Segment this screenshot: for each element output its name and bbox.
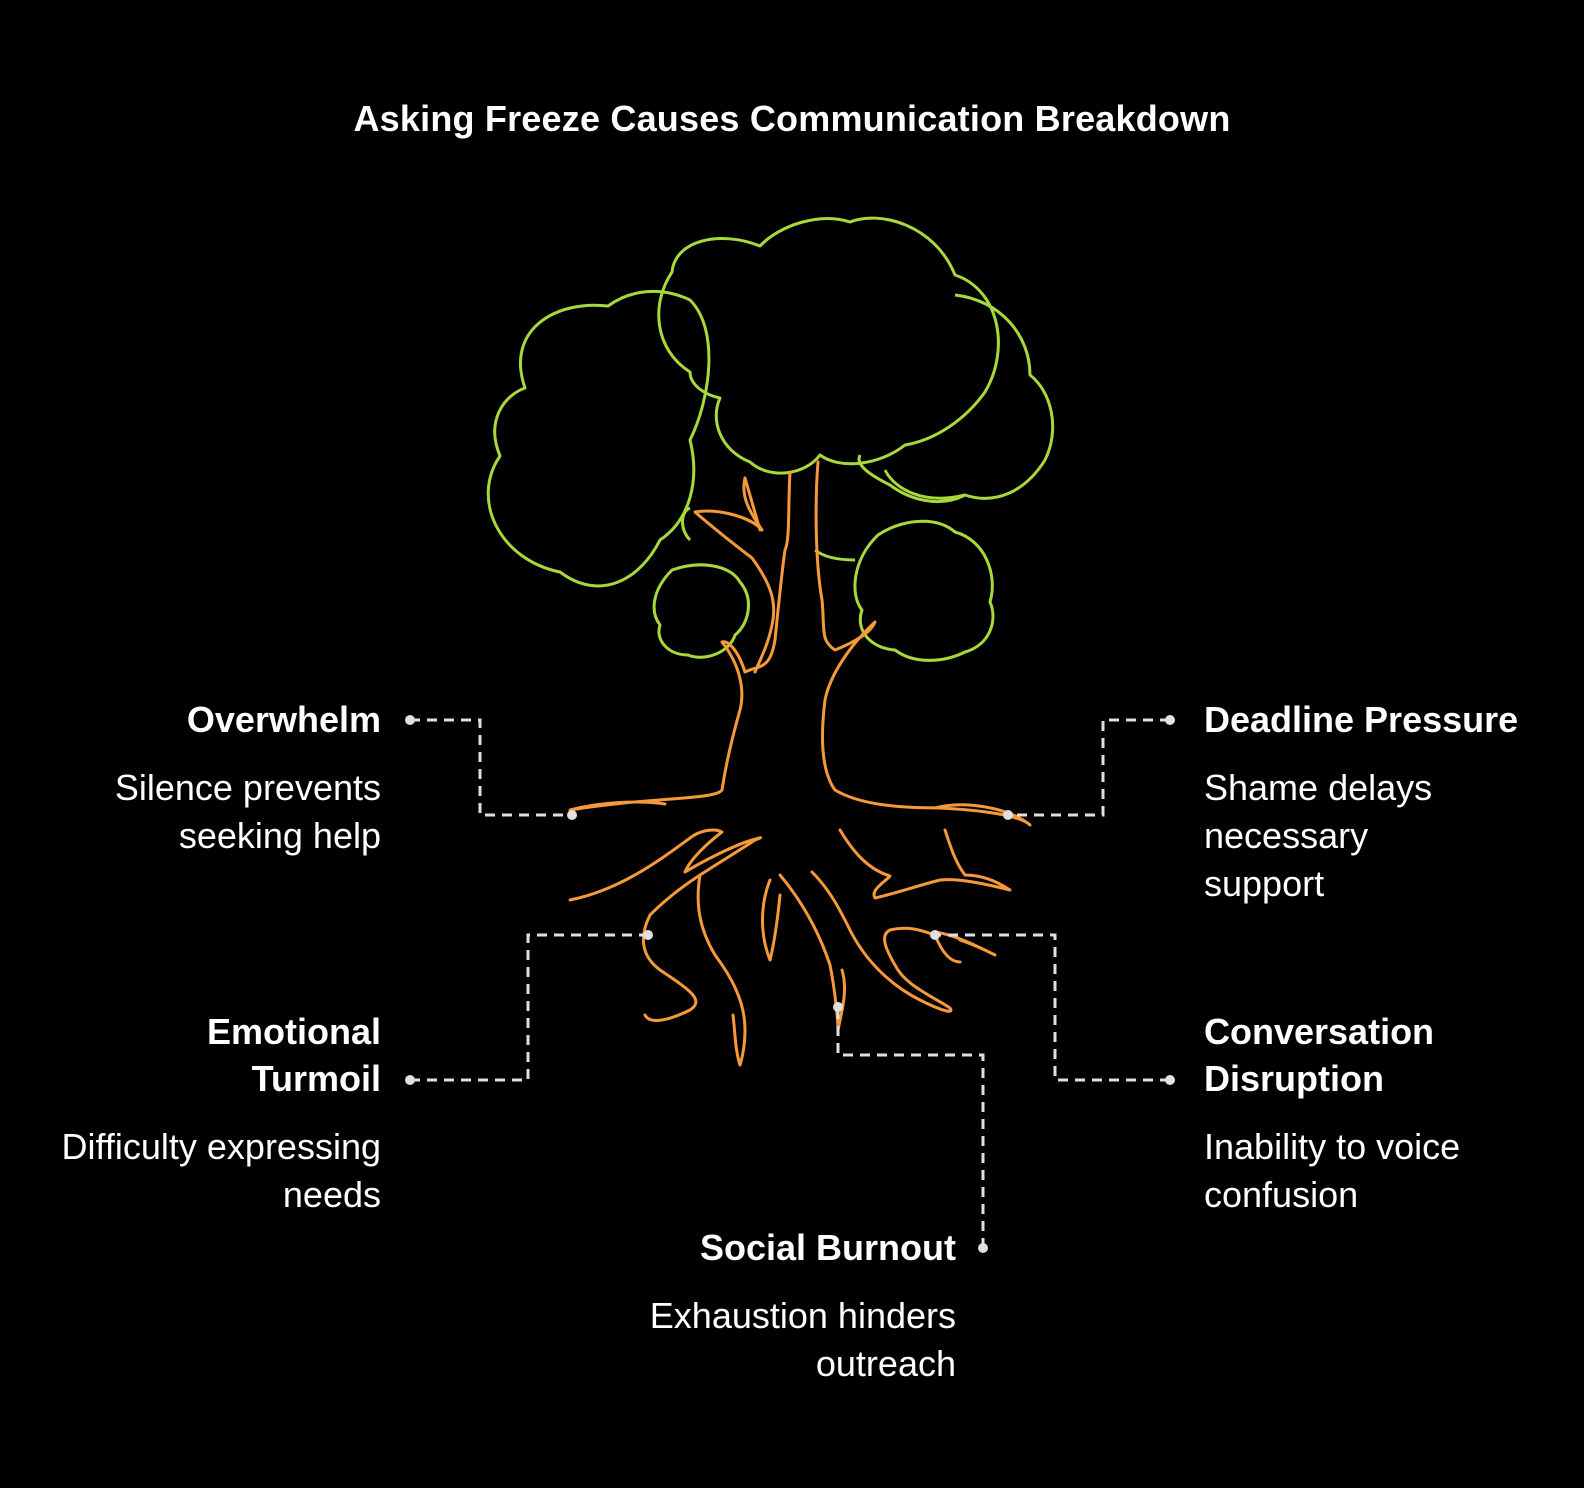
dot-emotional-tree <box>643 930 653 940</box>
canopy-left-small-cloud <box>652 563 750 659</box>
connector-emotional-turmoil <box>410 933 648 1082</box>
item-heading: Conversation Disruption <box>1204 1011 1435 1099</box>
diagram-title: Asking Freeze Causes Communication Break… <box>353 98 1231 139</box>
item-heading: Emotional Turmoil <box>206 1011 381 1099</box>
item-description: Inability to voice confusion <box>1204 1126 1461 1215</box>
item-social-burnout: Social Burnout Exhaustion hinders outrea… <box>616 1224 956 1388</box>
tree-canopy <box>486 216 1055 662</box>
canopy-right-cloud <box>857 293 1055 503</box>
canopy-center-cloud <box>657 216 1000 475</box>
item-heading: Deadline Pressure <box>1204 699 1519 740</box>
dot-burnout-tree <box>833 1002 843 1012</box>
item-heading: Overwhelm <box>186 699 381 740</box>
dot-deadline-label <box>1165 715 1175 725</box>
connector-dots <box>405 715 1175 1253</box>
canopy-bottom-link <box>814 548 856 562</box>
item-conversation-disruption: Conversation Disruption Inability to voi… <box>1204 1008 1564 1219</box>
root-left-3 <box>696 873 747 1067</box>
connector-social-burnout <box>836 1007 985 1248</box>
item-deadline-pressure: Deadline Pressure Shame delays necessary… <box>1204 696 1564 908</box>
root-left-1 <box>568 828 763 917</box>
trunk-body <box>568 470 792 812</box>
branch-left-upper-fork <box>743 476 762 532</box>
canopy-right-inner <box>883 469 966 500</box>
dot-conversation-label <box>1165 1075 1175 1085</box>
item-emotional-turmoil: Emotional Turmoil Difficulty expressing … <box>41 1008 381 1219</box>
root-left-2 <box>641 913 698 1022</box>
item-description: Silence prevents seeking help <box>114 767 381 856</box>
canopy-left-cloud <box>486 289 711 588</box>
connector-deadline-pressure <box>1008 718 1170 817</box>
connectors <box>410 718 1170 1248</box>
connector-overwhelm <box>410 718 572 817</box>
item-heading: Social Burnout <box>699 1227 956 1268</box>
item-description: Exhaustion hinders outreach <box>649 1295 956 1384</box>
root-center-2 <box>778 873 846 1032</box>
connector-conversation-disruption <box>935 933 1170 1082</box>
dot-overwhelm-tree <box>567 810 577 820</box>
item-overwhelm: Overwhelm Silence prevents seeking help <box>41 696 381 860</box>
dot-burnout-label <box>978 1243 988 1253</box>
canopy-left-inner <box>681 506 692 542</box>
trunk-right-side <box>814 460 1032 827</box>
root-center-1 <box>761 878 782 962</box>
branch-left-upper <box>693 476 776 674</box>
dot-overwhelm-label <box>405 715 415 725</box>
item-description: Shame delays necessary support <box>1204 767 1433 904</box>
item-description: Difficulty expressing needs <box>61 1126 381 1215</box>
dot-conversation-tree <box>930 930 940 940</box>
root-right-1 <box>838 828 1012 900</box>
dot-deadline-tree <box>1003 810 1013 820</box>
canopy-right-small-cloud <box>853 519 995 662</box>
tree-trunk-roots <box>568 460 1032 1067</box>
dot-emotional-label <box>405 1075 415 1085</box>
root-center-3 <box>810 870 962 1013</box>
